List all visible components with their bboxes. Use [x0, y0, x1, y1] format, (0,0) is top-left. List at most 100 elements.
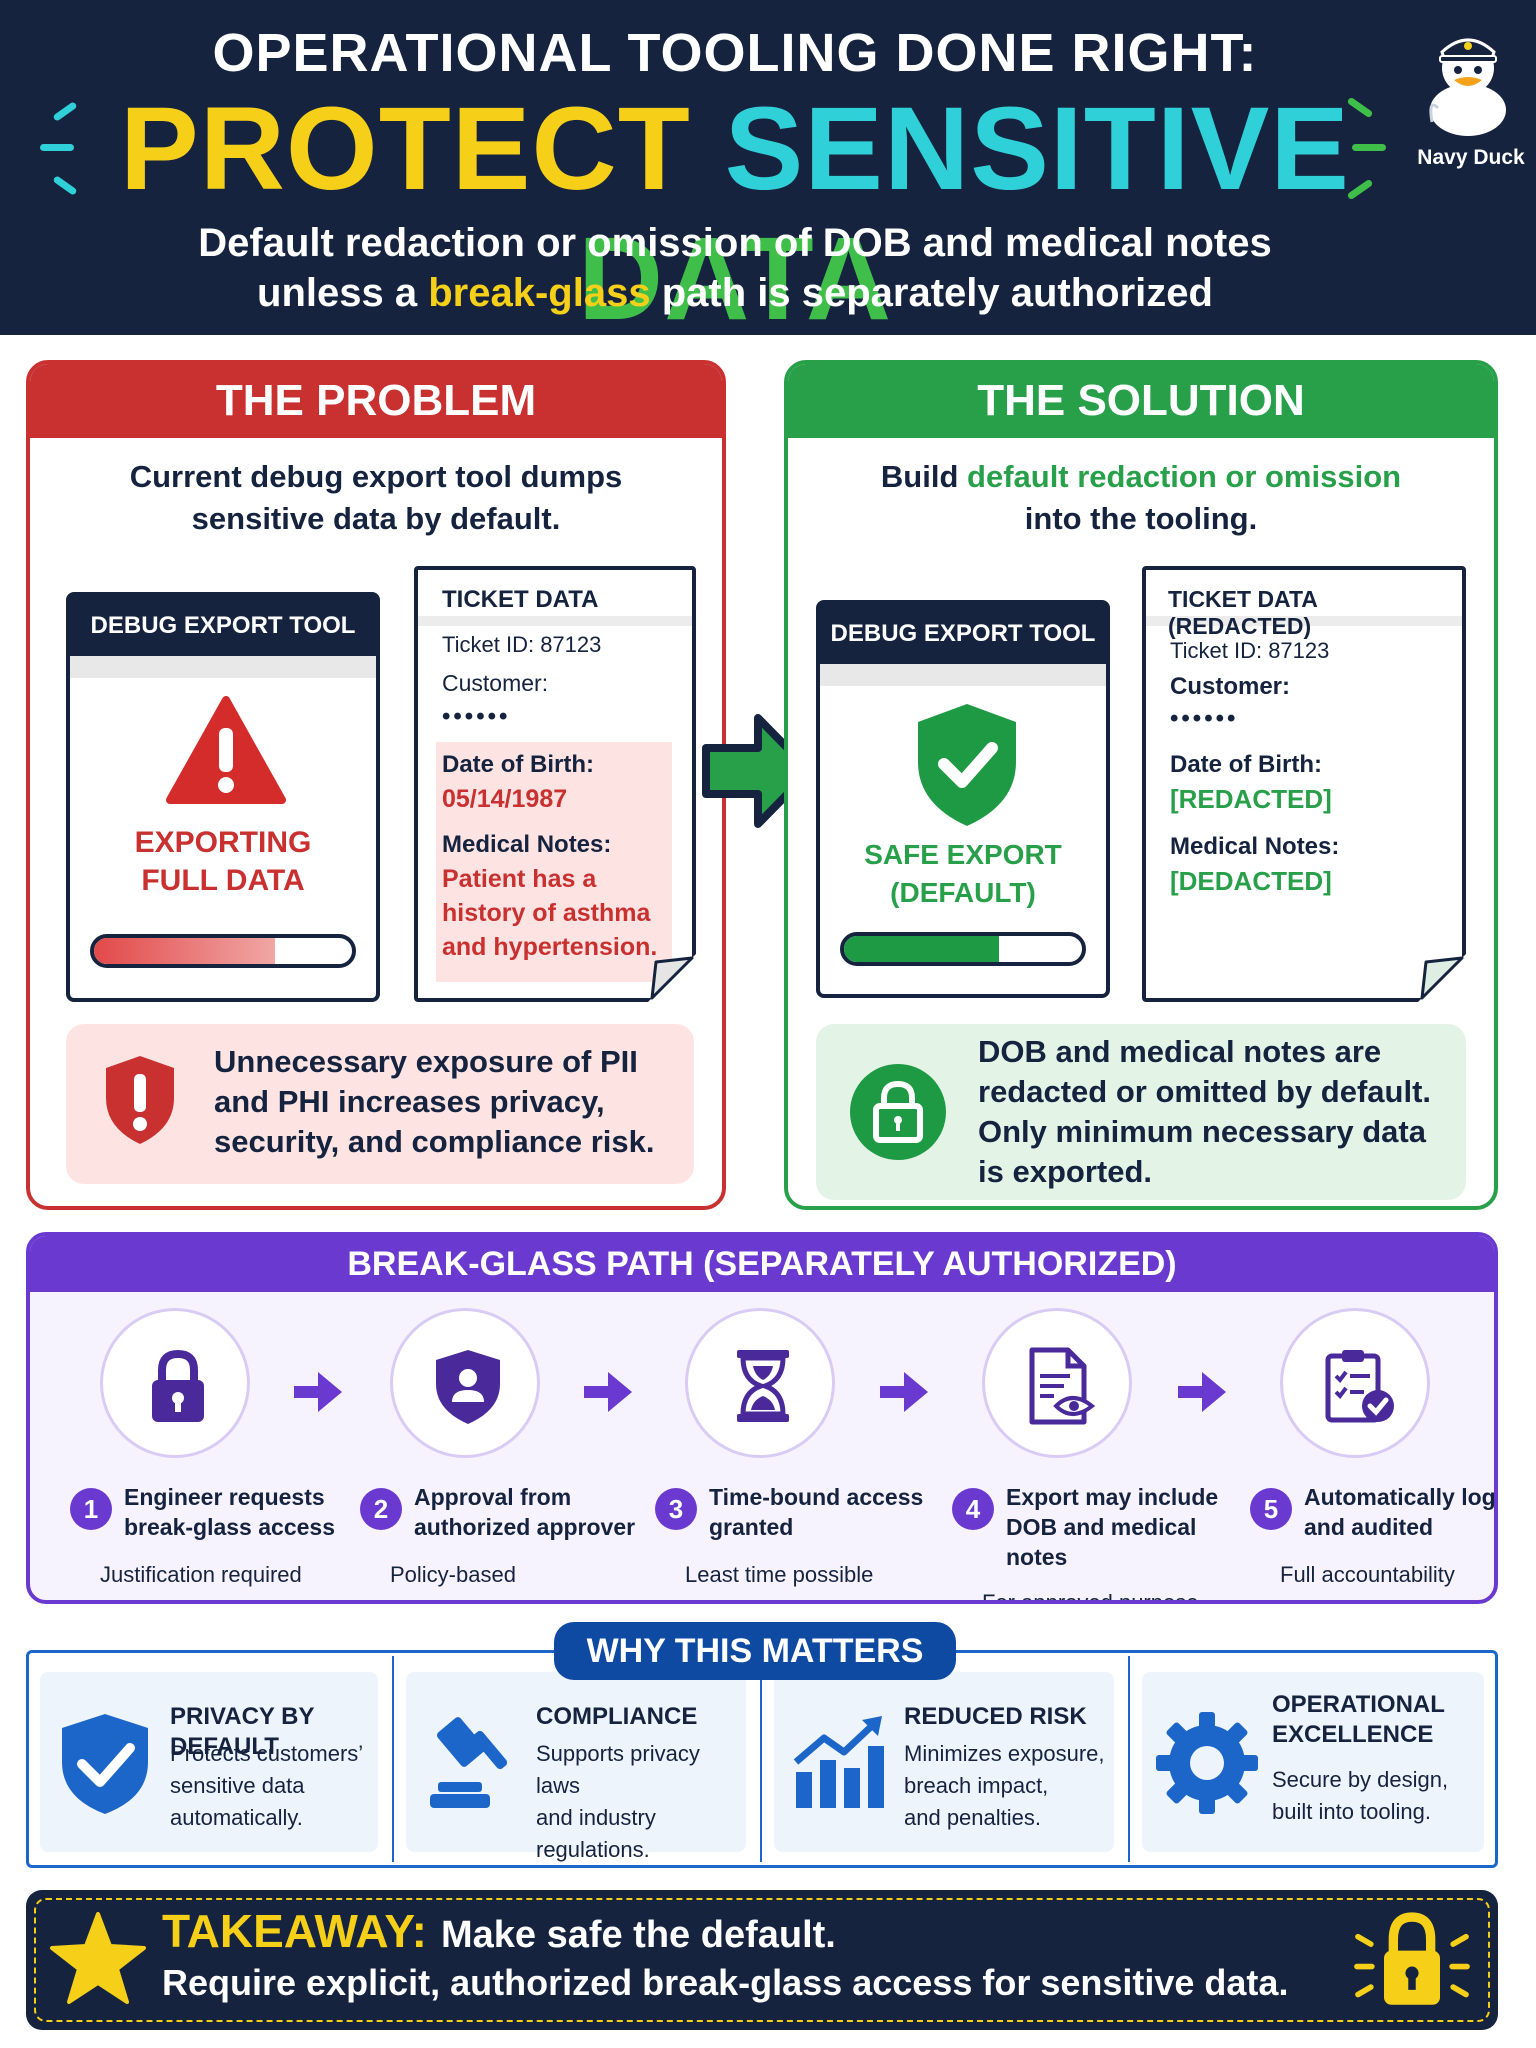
shield-alert-icon	[106, 1056, 174, 1144]
tool-status-line: FULL DATA	[141, 864, 305, 897]
solution-lead-highlight: default redaction or omission	[967, 459, 1402, 494]
dob-label: Date of Birth:	[442, 751, 594, 778]
benefit-line: DOB and medical notes are	[978, 1034, 1382, 1069]
problem-lead-line: sensitive data by default.	[191, 501, 561, 536]
tool-toolbar	[820, 664, 1106, 686]
tool-title: DEBUG EXPORT TOOL	[70, 596, 376, 656]
medical-notes-label: Medical Notes:	[442, 831, 612, 858]
medical-notes-label: Medical Notes:	[1170, 833, 1340, 860]
why-card-title-line: OPERATIONAL	[1272, 1691, 1445, 1718]
takeaway-border	[34, 1898, 1490, 2022]
debug-export-tool-window: DEBUG EXPORT TOOL EXPORTING FULL DATA	[66, 592, 380, 1002]
solution-panel: THE SOLUTION Build default redaction or …	[784, 360, 1498, 1210]
padlock-icon	[850, 1064, 946, 1160]
dob-value: [REDACTED]	[1170, 784, 1332, 814]
why-card-text: Minimizes exposure, breach impact, and p…	[904, 1738, 1105, 1834]
subtitle-text: unless a	[257, 271, 429, 315]
tool-title: DEBUG EXPORT TOOL	[820, 604, 1106, 664]
debug-export-tool-window: DEBUG EXPORT TOOL SAFE EXPORT (DEFAULT)	[816, 600, 1110, 998]
why-card-text: Secure by design, built into tooling.	[1272, 1764, 1448, 1828]
subtitle-line-1: Default redaction or omission of DOB and…	[198, 221, 1272, 265]
divider	[1128, 1656, 1130, 1862]
solution-lead-line: Build default redaction or omission	[788, 456, 1494, 498]
step-icon-circle	[100, 1308, 250, 1458]
why-card-compliance: COMPLIANCE Supports privacy laws and ind…	[406, 1672, 746, 1862]
problem-heading: THE PROBLEM	[30, 364, 722, 438]
risk-line: and PHI increases privacy,	[214, 1084, 605, 1119]
why-card-line: and industry	[536, 1805, 656, 1830]
why-card-line: regulations.	[536, 1837, 650, 1862]
step-title: Approval from authorized approver	[414, 1484, 636, 1540]
step-number: 4	[952, 1488, 994, 1530]
step-title: Export may include DOB and medical notes	[1006, 1484, 1219, 1570]
lock-icon	[152, 1349, 204, 1422]
solution-heading: THE SOLUTION	[788, 364, 1494, 438]
why-card-title-line: EXCELLENCE	[1272, 1721, 1434, 1748]
step-subtitle: Policy-based	[390, 1562, 516, 1587]
tool-status-line: SAFE EXPORT	[864, 839, 1062, 870]
benefit-line: is exported.	[978, 1154, 1152, 1189]
why-card-line: Secure by design,	[1272, 1767, 1449, 1792]
step-number: 2	[360, 1488, 402, 1530]
sparkle-accent	[40, 144, 74, 151]
step-subtitle: Least time possible	[685, 1562, 874, 1587]
step-title: Automatically logged and audited	[1304, 1484, 1496, 1540]
step-icon-circle	[1280, 1308, 1430, 1458]
dob-label: Date of Birth:	[1170, 751, 1322, 778]
why-card-title: COMPLIANCE	[536, 1703, 698, 1730]
subtitle-text-end: path is separately authorized	[650, 271, 1213, 315]
medical-notes-value: [DEDACTED]	[1170, 866, 1332, 896]
step-arrow-icon	[1178, 1372, 1226, 1412]
step-number: 3	[655, 1488, 697, 1530]
hourglass-icon	[737, 1350, 789, 1422]
customer-value: ••••••	[1170, 705, 1239, 732]
shield-check-icon	[918, 704, 1016, 826]
ticket-id: Ticket ID: 87123	[442, 632, 602, 657]
customer-label: Customer:	[1170, 673, 1291, 700]
step-number: 5	[1250, 1488, 1292, 1530]
page-fold-icon	[648, 954, 696, 1002]
shield-check-icon	[62, 1714, 148, 1814]
medical-notes-line: Patient has a	[442, 865, 597, 893]
takeaway-banner: TAKEAWAY:Make safe the default. Require …	[26, 1890, 1498, 2030]
warning-icon	[166, 696, 286, 804]
takeaway-line-2: Require explicit, authorized break-glass…	[162, 1962, 1289, 2003]
why-card-line: built into tooling.	[1272, 1799, 1431, 1824]
ticket-title: TICKET DATA	[418, 570, 692, 626]
document-eye-icon	[1029, 1347, 1096, 1425]
risk-callout: Unnecessary exposure of PII and PHI incr…	[66, 1024, 694, 1184]
takeaway-line-1: TAKEAWAY:Make safe the default.	[162, 1904, 836, 1958]
gavel-icon	[430, 1717, 508, 1808]
ticket-title: TICKET DATA (REDACTED)	[1146, 570, 1462, 639]
star-icon	[50, 1912, 146, 2004]
why-card-text: Supports privacy laws and industry regul…	[536, 1738, 746, 1866]
tool-status: SAFE EXPORT (DEFAULT)	[820, 836, 1106, 912]
step-arrow-icon	[584, 1372, 632, 1412]
tool-toolbar	[70, 656, 376, 678]
ticket-id: Ticket ID: 87123	[1170, 638, 1330, 663]
sensitive-data-highlight	[436, 742, 672, 982]
export-progress-bar	[90, 934, 356, 968]
ticket-data-redacted-card: TICKET DATA (REDACTED) Ticket ID: 87123 …	[1142, 566, 1466, 1002]
title-word-sensitive: SENSITIVE	[724, 83, 1350, 215]
clipboard-check-icon	[1325, 1350, 1394, 1423]
benefit-callout: DOB and medical notes are redacted or om…	[816, 1024, 1466, 1200]
dob-value: 05/14/1987	[442, 785, 568, 813]
step-subtitle: Full accountability	[1280, 1562, 1455, 1587]
tool-status-line: EXPORTING	[134, 826, 312, 859]
step-arrow-icon	[294, 1372, 342, 1412]
ticket-data-card: TICKET DATA Ticket ID: 87123 Customer: •…	[414, 566, 696, 1002]
why-card-line: automatically.	[170, 1805, 303, 1830]
problem-lead-line: Current debug export tool dumps	[129, 459, 623, 494]
step-subtitle: Justification required	[100, 1562, 302, 1587]
risk-line: Unnecessary exposure of PII	[214, 1044, 638, 1079]
why-card-line: Protects customers’	[170, 1741, 364, 1766]
benefit-text: DOB and medical notes are redacted or om…	[978, 1032, 1431, 1192]
solution-lead-text: Build	[880, 459, 968, 494]
medical-notes-line: history of asthma	[442, 899, 651, 927]
why-card-title: PRIVACY BY DEFAULT	[170, 1703, 315, 1760]
why-this-matters-heading: WHY THIS MATTERS	[554, 1622, 956, 1680]
tool-status: EXPORTING FULL DATA	[70, 824, 376, 900]
why-card-title: OPERATIONAL EXCELLENCE	[1272, 1690, 1445, 1750]
benefit-line: redacted or omitted by default.	[978, 1074, 1432, 1109]
